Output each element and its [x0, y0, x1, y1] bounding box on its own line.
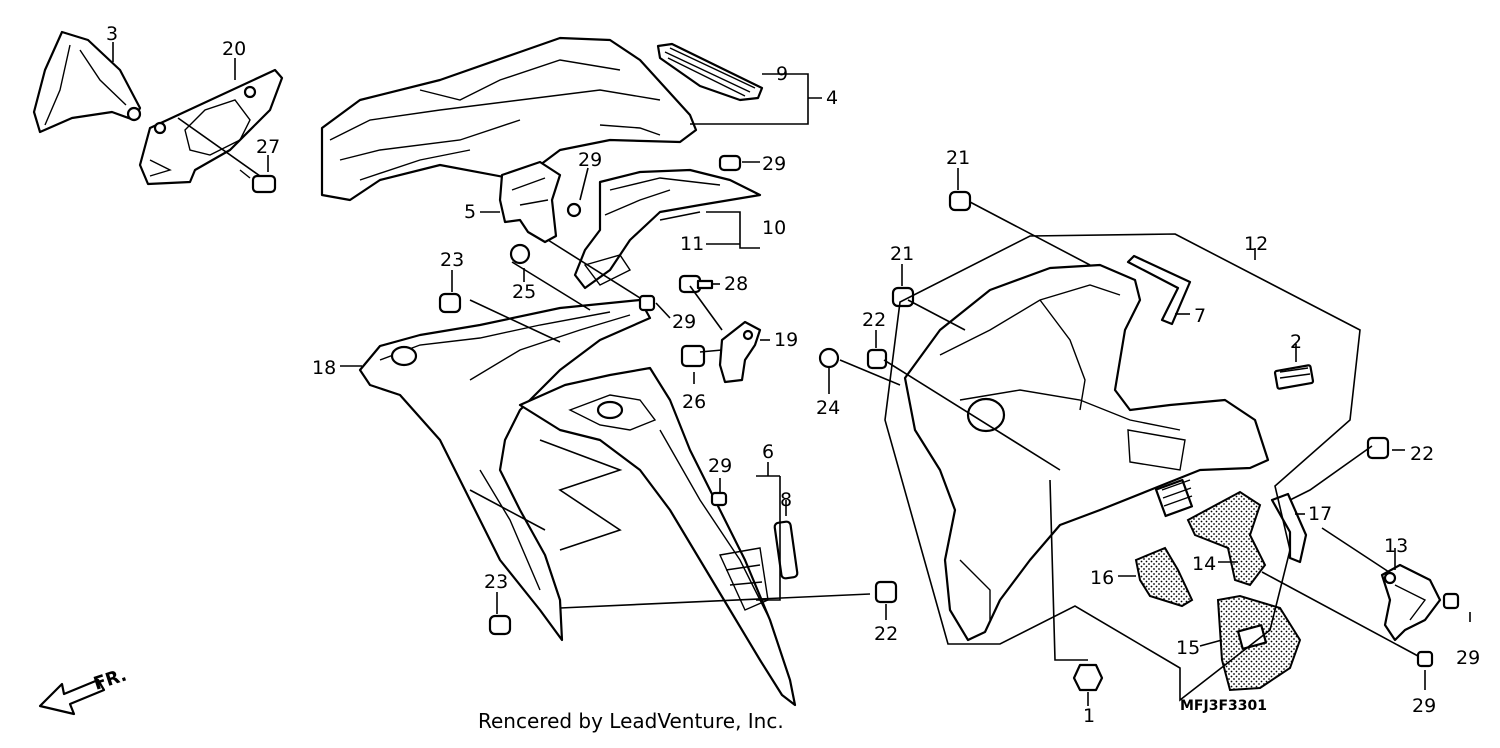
grommet-22b: [866, 348, 888, 370]
callout-21-a: 21: [946, 147, 970, 169]
part-12-right-cowl: [903, 263, 1270, 642]
callout-21-b: 21: [890, 243, 914, 265]
callout-labels: 3 20 27 9 4 29 29 5 10 11 23 25 28 29 19…: [106, 23, 1480, 727]
callout-15: 15: [1176, 637, 1200, 659]
bolt-23a: [438, 292, 462, 314]
callout-10: 10: [762, 217, 786, 239]
part-20-bracket: [138, 68, 284, 186]
callout-22-b: 22: [862, 309, 886, 331]
callout-25: 25: [512, 281, 536, 303]
callout-22-a: 22: [874, 623, 898, 645]
part-15-foam: [1216, 594, 1302, 692]
callout-29-f: 29: [1412, 695, 1436, 717]
callout-9: 9: [776, 63, 788, 85]
callout-3: 3: [106, 23, 118, 45]
callout-1: 1: [1083, 705, 1095, 727]
callout-12: 12: [1244, 233, 1268, 255]
leader-lines: [112, 42, 1471, 706]
callout-11: 11: [680, 233, 704, 255]
callout-7: 7: [1194, 305, 1206, 327]
part-9-strip: [656, 42, 764, 102]
callout-29-d: 29: [708, 455, 732, 477]
bolt-29e: [1442, 592, 1460, 610]
nut-26: [680, 344, 706, 368]
callout-28: 28: [724, 273, 748, 295]
part-4-upper-cowl: [320, 36, 698, 202]
part-16-foam: [1134, 546, 1194, 608]
bolt-21b: [891, 286, 915, 308]
callout-24: 24: [816, 397, 840, 419]
callout-17: 17: [1308, 503, 1332, 525]
bolt-23b: [488, 614, 512, 636]
part-18-side-cowl: [358, 298, 652, 642]
front-direction-arrow: FR.: [38, 664, 129, 716]
callout-23-a: 23: [440, 249, 464, 271]
callout-4: 4: [826, 87, 838, 109]
bolt-28: [678, 274, 714, 294]
callout-18: 18: [312, 357, 336, 379]
bolt-21a: [948, 190, 972, 212]
part-14-foam: [1186, 490, 1267, 587]
part-3-duct: [32, 30, 142, 134]
callout-8: 8: [780, 489, 792, 511]
direction-label: FR.: [91, 664, 129, 694]
bolt-29d: [710, 491, 728, 507]
part-2-pad: [1273, 364, 1315, 390]
callout-6: 6: [762, 441, 774, 463]
grommet-22c: [1366, 436, 1390, 460]
callout-16: 16: [1090, 567, 1114, 589]
grommet-22a: [874, 580, 898, 604]
callout-27: 27: [256, 136, 280, 158]
part-8-strip: [773, 520, 799, 580]
callout-29-a: 29: [762, 153, 786, 175]
bolt-29f: [1416, 650, 1434, 668]
callout-2: 2: [1290, 331, 1302, 353]
bolt-25: [509, 243, 531, 265]
callout-13: 13: [1384, 535, 1408, 557]
part-6-fin-panel: [518, 366, 797, 707]
bolt-24: [818, 347, 840, 369]
part-19-bracket: [718, 320, 762, 384]
callout-5: 5: [464, 201, 476, 223]
callout-29-c: 29: [672, 311, 696, 333]
part-7-strip: [1126, 254, 1192, 326]
diagram-code: MFJ3F3301: [1180, 698, 1267, 714]
callout-29-e: 29: [1456, 647, 1480, 669]
callout-22-c: 22: [1410, 443, 1434, 465]
part-5-stay: [498, 160, 582, 244]
callout-23-b: 23: [484, 571, 508, 593]
callout-26: 26: [682, 391, 706, 413]
callout-14: 14: [1192, 553, 1216, 575]
callout-20: 20: [222, 38, 246, 60]
bolt-27: [239, 169, 277, 194]
callout-29-b: 29: [578, 149, 602, 171]
bolt-29b: [638, 294, 656, 312]
callout-19: 19: [774, 329, 798, 351]
part-10-inner-panel: [573, 168, 762, 290]
part-13-bracket: [1380, 563, 1442, 642]
credit-text: Rencered by LeadVenture, Inc.: [478, 709, 784, 733]
nut-1: [1072, 663, 1104, 692]
bolt-29a: [718, 154, 742, 172]
